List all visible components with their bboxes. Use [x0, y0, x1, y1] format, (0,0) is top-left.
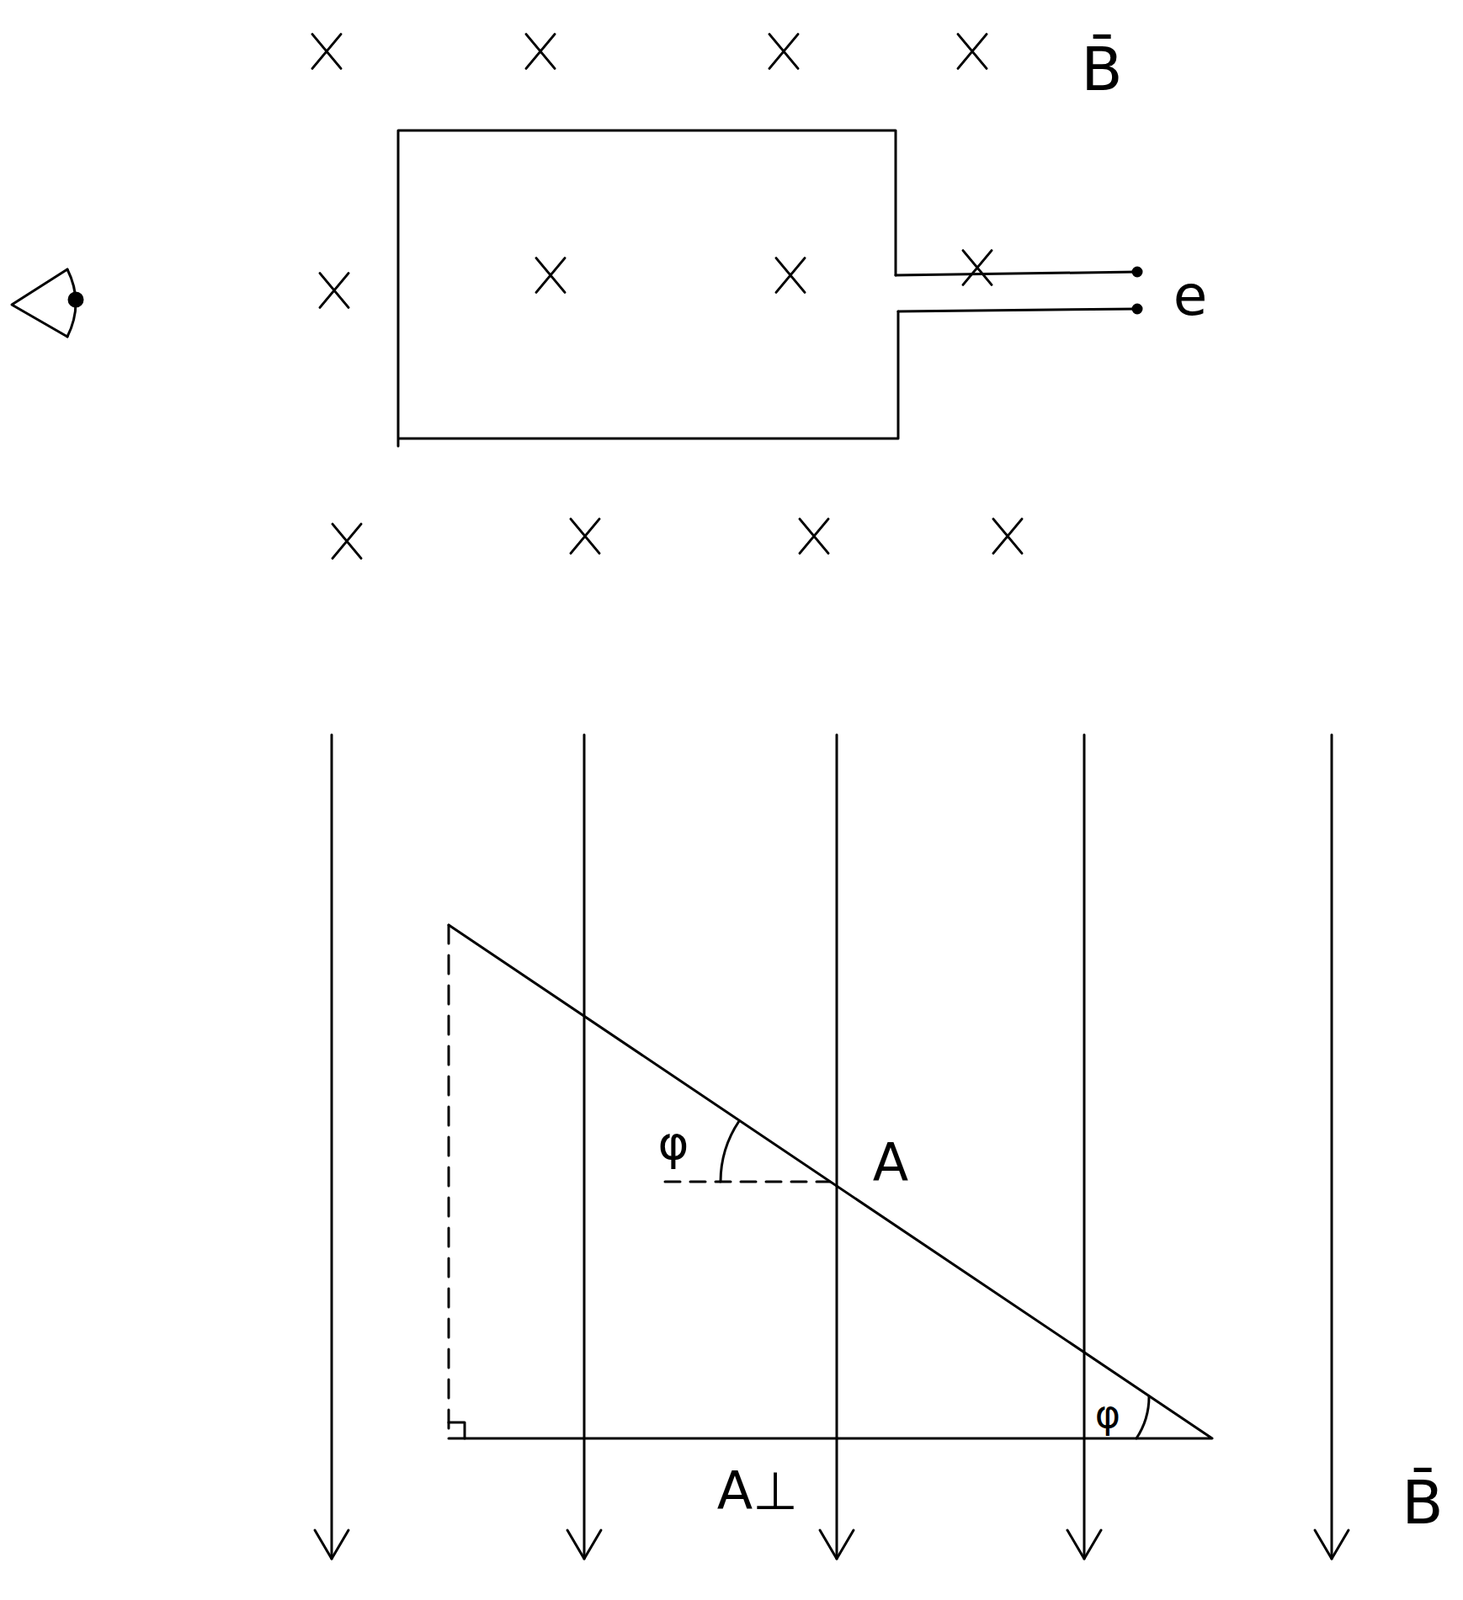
- field-cross: [312, 34, 341, 70]
- field-cross: [957, 34, 987, 70]
- field-crosses: [312, 34, 1022, 559]
- field-arrow: [567, 734, 602, 1559]
- terminal-dot: [1133, 304, 1142, 314]
- projection-line: [447, 925, 451, 1439]
- field-cross: [332, 524, 362, 559]
- field-label: B̄: [1080, 38, 1123, 100]
- field-cross: [570, 519, 600, 554]
- field-cross: [993, 519, 1022, 554]
- terminal-wire: [898, 308, 1138, 312]
- projected-area-label: A⊥: [717, 1465, 798, 1518]
- field-arrow: [314, 734, 349, 1559]
- field-cross: [526, 34, 555, 70]
- angle-arc: [1136, 1396, 1150, 1439]
- angle-arc: [720, 1121, 740, 1182]
- right-angle-mark: [448, 1422, 465, 1439]
- reference-line: [665, 1181, 830, 1184]
- field-arrow: [819, 734, 854, 1559]
- field-arrow: [1067, 734, 1102, 1559]
- field-cross: [799, 519, 829, 554]
- emf-label: e: [1173, 268, 1208, 325]
- terminal-wire: [895, 271, 1138, 276]
- field-cross: [536, 258, 565, 293]
- angle-label: φ: [1095, 1394, 1121, 1434]
- field-label: B̄: [1401, 1472, 1443, 1533]
- field-cross: [776, 258, 805, 293]
- inclined-area: [448, 925, 1213, 1439]
- field-arrow: [1314, 734, 1349, 1559]
- field-cross: [319, 273, 349, 309]
- terminal-dot: [1133, 267, 1142, 277]
- conductor-loop: [398, 130, 899, 447]
- angle-label: φ: [658, 1119, 690, 1167]
- eye-symbol: [11, 269, 83, 337]
- field-cross: [769, 34, 798, 70]
- field-lines: [314, 734, 1349, 1559]
- area-label: A: [872, 1137, 909, 1190]
- field-cross: [962, 250, 992, 286]
